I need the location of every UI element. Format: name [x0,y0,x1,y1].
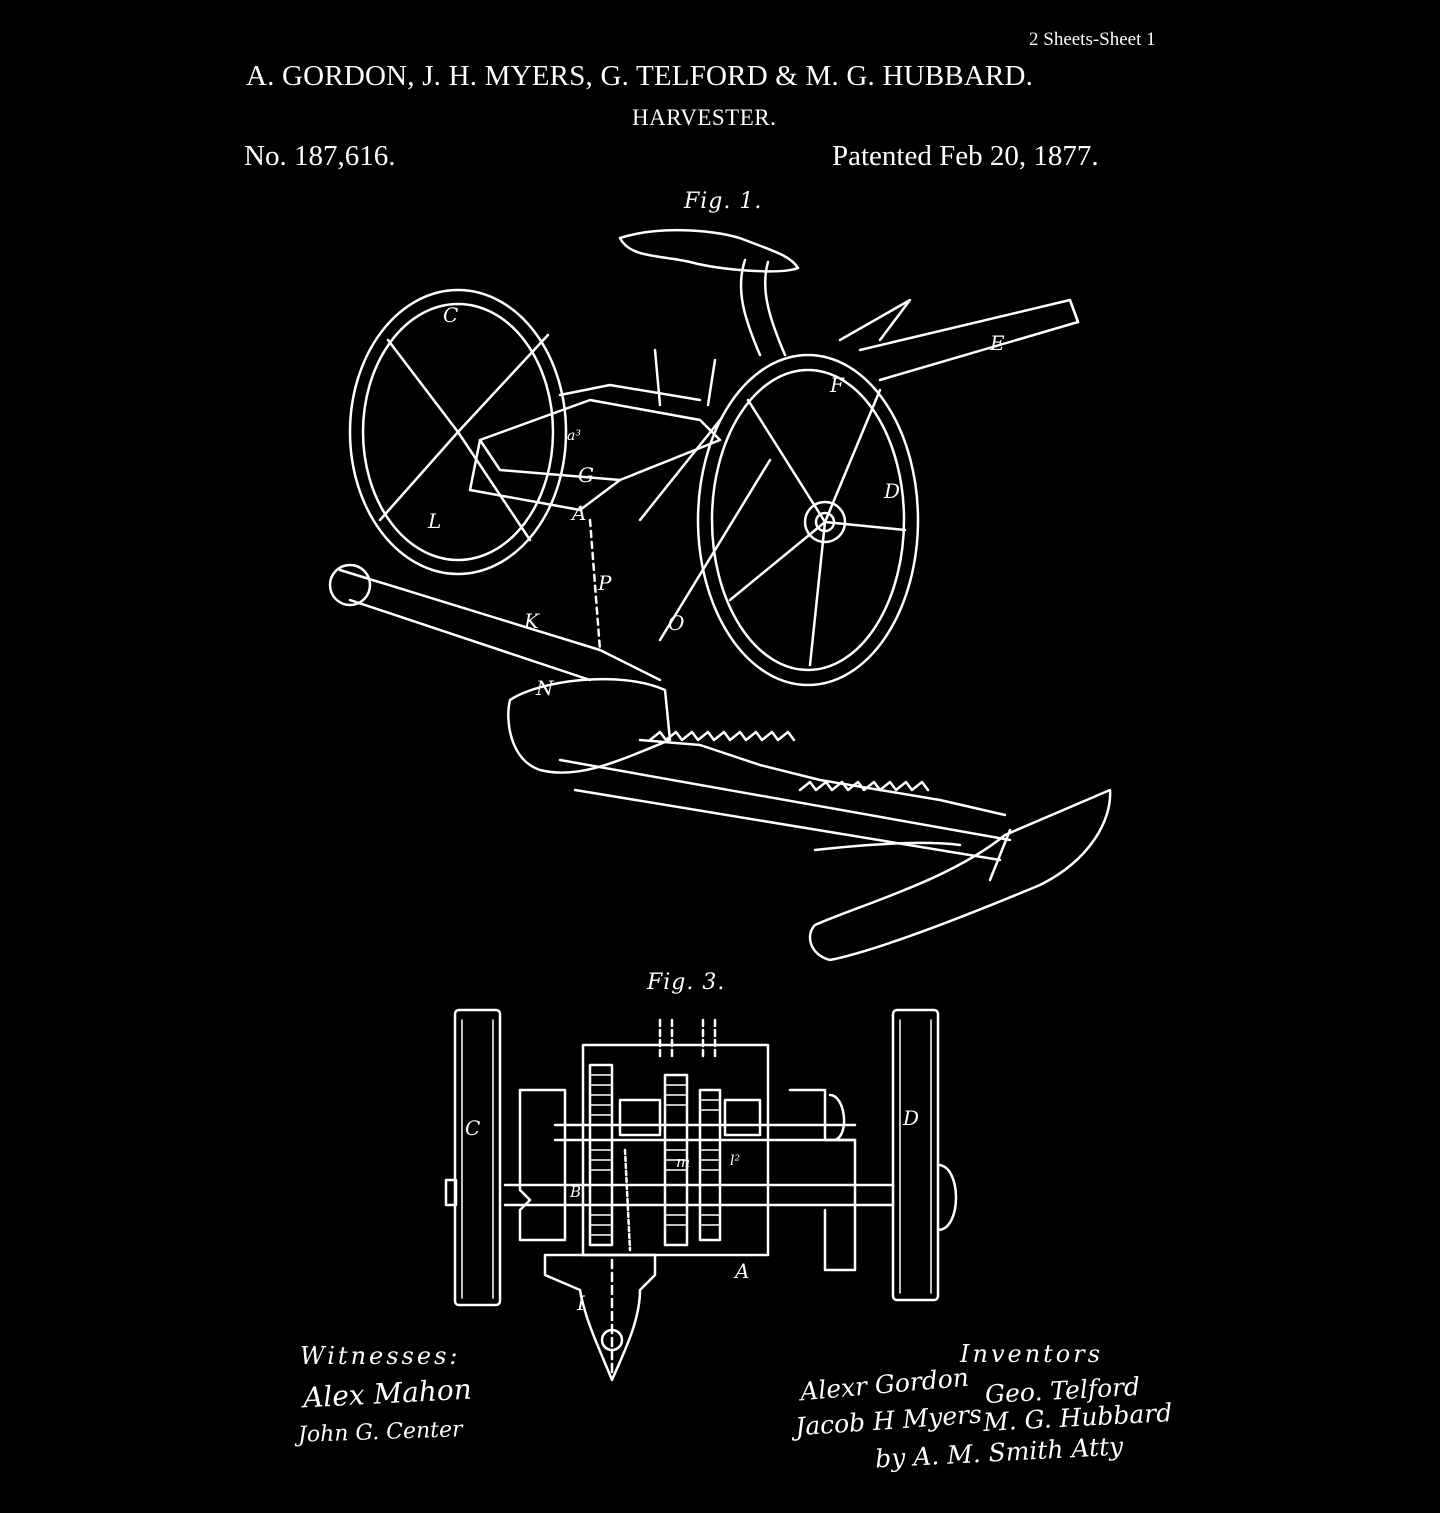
fig3-wheel-d [891,1008,958,1302]
fig1-cutter-bar [507,677,1012,862]
fig1-tongue [858,298,1080,382]
fig1-seat [618,228,800,357]
svg-text:K: K [523,609,540,633]
fig1-part-labels: C E F a³ G A D L P K O N [427,303,1005,700]
svg-text:l²: l² [730,1153,740,1169]
patent-number: No. 187,616. [244,140,396,172]
fig1-left-wheel [348,288,568,576]
svg-text:G: G [578,463,594,487]
svg-text:E: E [989,331,1005,355]
fig3-crank-arm [543,1148,657,1382]
svg-text:I: I [576,1291,586,1315]
svg-text:F: F [829,373,845,397]
patent-title: HARVESTER. [632,105,777,130]
witnesses-heading: Witnesses: [300,1342,461,1370]
svg-text:O: O [668,611,684,635]
fig1-right-wheel [696,353,920,687]
fig3-gear-box [503,1043,895,1257]
svg-text:m: m [676,1153,690,1171]
svg-text:C: C [443,303,458,327]
sheet-number: 2 Sheets-Sheet 1 [1029,29,1156,50]
svg-text:P: P [597,571,612,595]
svg-text:A: A [570,501,586,525]
inventors-heading: Inventors [960,1340,1104,1368]
fig1-frame [468,298,912,512]
fig1-cutter-teeth [648,730,930,792]
fig3-part-labels: C D B m l² A I [465,1106,919,1315]
svg-text:C: C [465,1116,480,1140]
svg-text:B: B [569,1183,581,1201]
fig3-brackets [518,1018,857,1272]
patent-inventors: A. GORDON, J. H. MYERS, G. TELFORD & M. … [246,60,1034,92]
patent-date: Patented Feb 20, 1877. [832,140,1099,172]
svg-text:A: A [733,1259,749,1283]
svg-text:a³: a³ [567,428,581,444]
svg-text:D: D [902,1106,919,1130]
fig3-label: Fig. 3. [647,970,726,995]
fig3-gear-teeth [590,1074,720,1236]
fig1-divider-board [808,788,1112,962]
svg-text:N: N [535,676,555,700]
fig1-label: Fig. 1. [684,189,763,214]
svg-text:D: D [883,479,900,503]
fig1-pitman-bar [328,418,772,682]
fig3-wheel-c [444,1008,502,1307]
svg-text:L: L [427,509,441,533]
